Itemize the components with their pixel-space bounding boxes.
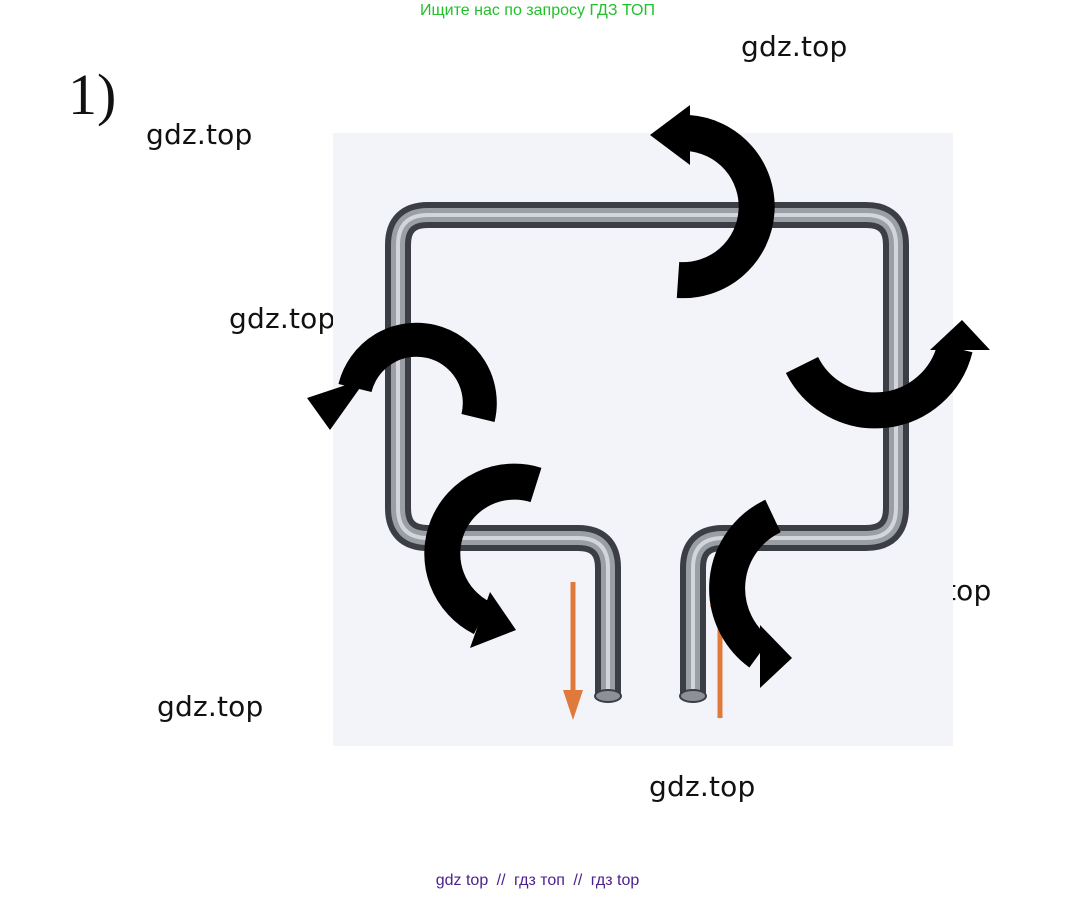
curved-arrow-icon (785, 320, 990, 429)
pipe-end-left (594, 689, 622, 703)
watermark: gdz.top (157, 690, 264, 723)
footer-separator: // (573, 872, 583, 889)
curved-arrow-icon (650, 105, 775, 299)
pipe-end-right (679, 689, 707, 703)
watermark: gdz.top (649, 770, 756, 803)
footer-link[interactable]: gdz top (435, 872, 489, 889)
straight-arrow-icon (563, 582, 583, 720)
curved-arrow-icon (307, 322, 497, 430)
watermark: gdz.top (146, 118, 253, 151)
top-banner[interactable]: Ищите нас по запросу ГДЗ ТОП (420, 2, 655, 19)
problem-number: 1) (68, 62, 117, 127)
curved-arrow-icon (424, 463, 542, 648)
curved-arrow-icon (709, 499, 792, 688)
footer-link[interactable]: гдз top (590, 872, 640, 889)
footer-separator: // (496, 872, 506, 889)
figure-background (333, 133, 953, 746)
watermark: gdz.top (229, 302, 336, 335)
footer-link[interactable]: гдз топ (514, 872, 565, 889)
watermark: gdz.top (741, 30, 848, 63)
footer-links: gdz top // гдз топ // гдз top (0, 872, 1075, 890)
